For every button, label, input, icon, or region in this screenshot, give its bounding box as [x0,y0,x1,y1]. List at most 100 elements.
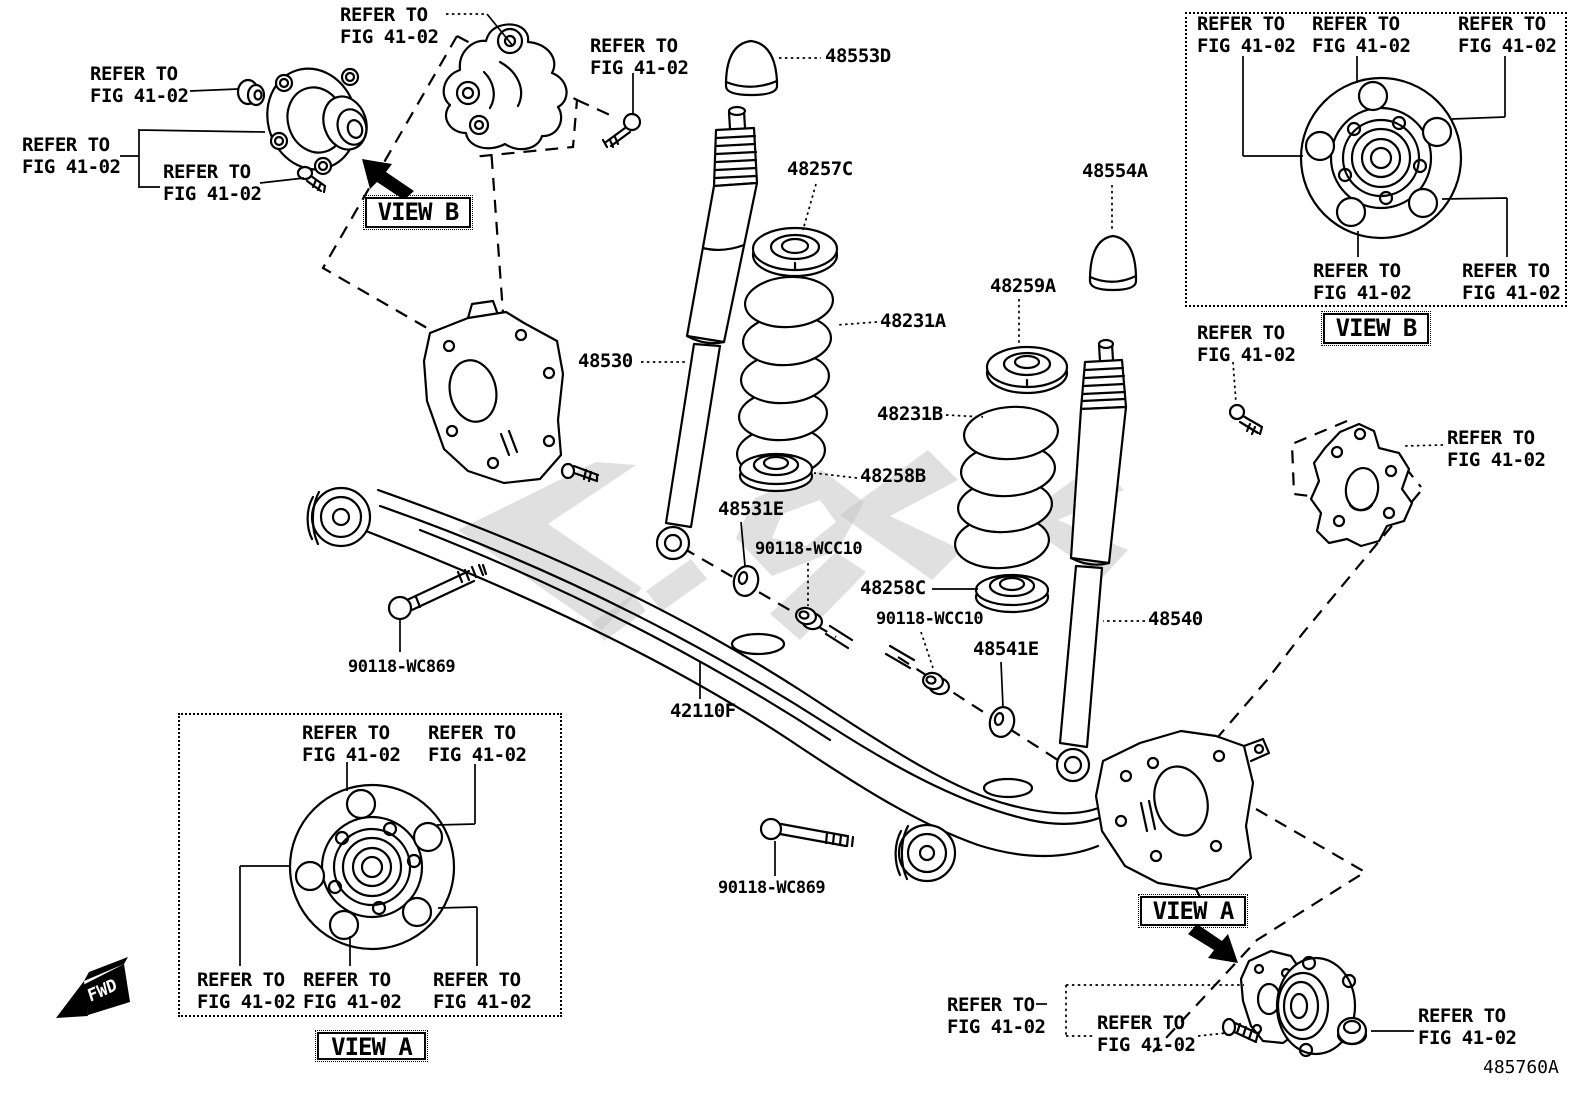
part-number-label: 48541E [973,638,1039,660]
hub-assembly-left [236,67,368,194]
axle-beam-drawing [306,486,1114,883]
part-number-label: 90118-WCC10 [876,609,984,629]
bolt-90118-WC869-left [387,563,488,621]
refer-to-line: REFER TO [163,161,251,183]
refer-to-line: REFER TO [1462,260,1550,282]
view-b-tag-main: VIEW B [363,195,473,230]
fig-ref-line: FIG 41-02 [1418,1027,1517,1049]
refer-to-line: REFER TO [1313,260,1401,282]
refer-to-line: REFER TO [1447,427,1535,449]
left-spindle-plate [422,299,600,485]
bump-stop-48554A [1088,234,1138,292]
knuckle-top [442,23,568,151]
fig-ref-line: FIG 41-02 [1447,449,1546,471]
view-b-hub-face [1299,76,1463,240]
part-number-label: 90118-WC869 [348,657,456,677]
coil-spring-left [735,275,835,479]
part-number-label: 48258C [860,577,926,599]
refer-to-line: REFER TO [1197,13,1285,35]
part-number-label: 48258B [860,465,926,487]
coil-spring-right [953,405,1060,570]
refer-to-line: REFER TO [1312,13,1400,35]
fig-ref-line: FIG 41-02 [1462,282,1561,304]
diagram-id: 485760A [1483,1057,1559,1078]
fig-ref-line: FIG 41-02 [197,991,296,1013]
fig-ref-line: FIG 41-02 [1458,35,1557,57]
fwd-arrow-icon: FWD [56,957,130,1018]
fig-ref-line: FIG 41-02 [1313,282,1412,304]
fig-ref-line: FIG 41-02 [340,26,439,48]
refer-to-line: REFER TO [428,722,516,744]
fig-ref-line: FIG 41-02 [1312,35,1411,57]
refer-to-line: REFER TO [1197,322,1285,344]
right-spindle-plate [1094,729,1271,905]
dotted-leader-lines [446,13,1444,1037]
refer-to-line: REFER TO [590,35,678,57]
part-number-label: 48231B [877,403,943,425]
refer-to-line: REFER TO [1097,1012,1185,1034]
fig-ref-line: FIG 41-02 [303,991,402,1013]
washer-48531E [732,565,760,597]
bolt-top-center [601,112,642,149]
view-a-tag-main: VIEW A [1138,894,1248,928]
part-number-label: 48257C [787,158,853,180]
solid-leader-lines [120,13,1508,1032]
refer-to-line: REFER TO [433,969,521,991]
washer-48541E [988,706,1016,738]
refer-to-line: REFER TO [90,63,178,85]
fig-ref-line: FIG 41-02 [22,156,121,178]
shock-absorber-left [655,105,759,561]
part-number-label: 48553D [825,45,891,67]
part-number-label: 48259A [990,275,1056,297]
refer-to-line: REFER TO [340,4,428,26]
spring-seat-upper-left-48257C [751,226,839,278]
fig-ref-line: FIG 41-02 [163,183,262,205]
refer-to-line: REFER TO [302,722,390,744]
view-b-tag-box: VIEW B [1321,311,1431,346]
spring-seat-lower-right-48258C [974,573,1050,614]
knuckle-right [1309,422,1414,548]
fig-ref-line: FIG 41-02 [1097,1034,1196,1056]
fig-ref-line: FIG 41-02 [302,744,401,766]
bump-stop-48553D [724,39,779,97]
view-b-detail-box [1185,12,1567,307]
part-number-label: 42110F [670,700,736,722]
part-number-label: 90118-WC869 [718,878,826,898]
fig-ref-line: FIG 41-02 [1197,344,1296,366]
view-a-detail-box [178,713,562,1017]
view-a-arrow-icon [1188,924,1238,963]
part-number-label: 48531E [718,498,784,520]
fig-ref-line: FIG 41-02 [433,991,532,1013]
spring-seat-upper-right-48259A [985,345,1069,395]
part-number-label: 48530 [578,350,633,372]
part-number-label: 48540 [1148,608,1203,630]
fig-ref-line: FIG 41-02 [1197,35,1296,57]
view-a-hub-face [288,783,456,951]
part-number-label: 48554A [1082,160,1148,182]
part-number-label: 48231A [880,310,946,332]
refer-to-line: REFER TO [303,969,391,991]
refer-to-line: REFER TO [1458,13,1546,35]
fig-ref-line: FIG 41-02 [590,57,689,79]
bolt-90118-WC869-bottom [759,817,855,848]
view-b-arrow-icon [362,159,414,200]
spring-seat-lower-left-48258B [738,452,814,493]
